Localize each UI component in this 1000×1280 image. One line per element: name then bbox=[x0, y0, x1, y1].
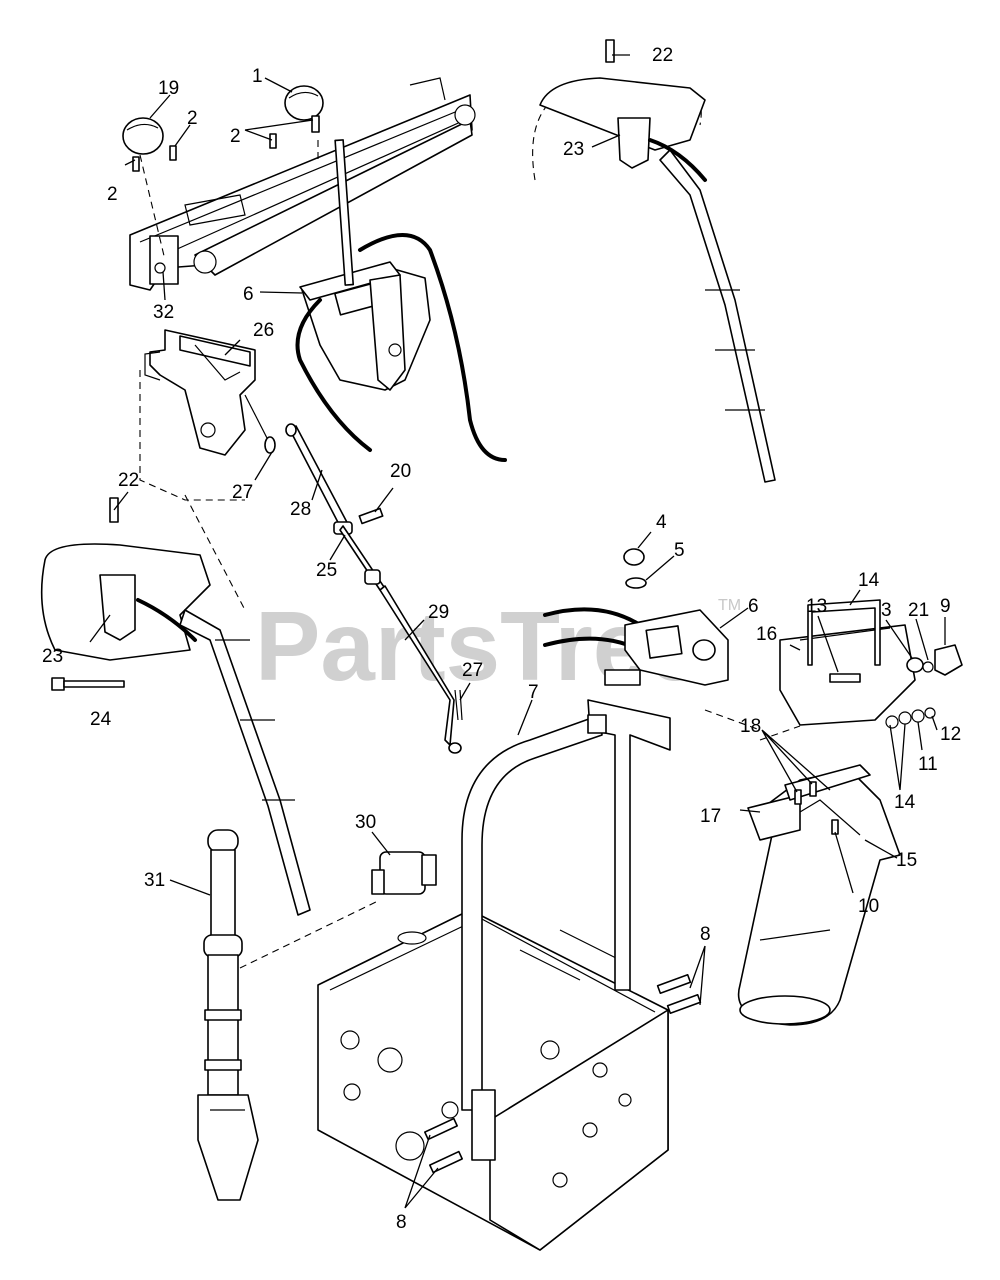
callout-13: 13 bbox=[806, 596, 827, 617]
callout-23-top: 23 bbox=[563, 139, 584, 160]
dashed-connector-left bbox=[139, 370, 245, 501]
screw-parts-2 bbox=[132, 115, 320, 172]
dash-panel-assembly bbox=[129, 77, 476, 291]
shift-control-part-6-lower bbox=[543, 607, 729, 686]
callout-1: 1 bbox=[252, 66, 263, 87]
handle-bar-part-7 bbox=[461, 699, 671, 1161]
chute-bracket-part-15 bbox=[784, 764, 871, 801]
callout-22-top: 22 bbox=[652, 45, 673, 66]
knob-part-9 bbox=[934, 644, 963, 676]
chute-deflector-part-16 bbox=[779, 599, 916, 726]
callout-19: 19 bbox=[158, 78, 179, 99]
callout-25: 25 bbox=[316, 560, 337, 581]
callout-10: 10 bbox=[858, 896, 879, 917]
callout-17: 17 bbox=[700, 806, 721, 827]
knob-part-1 bbox=[284, 85, 324, 121]
callout-3: 3 bbox=[881, 600, 892, 621]
callout-21: 21 bbox=[908, 600, 929, 621]
frame-housing bbox=[317, 909, 669, 1251]
bolt-part-24 bbox=[51, 677, 125, 691]
callout-18: 18 bbox=[740, 716, 761, 737]
callout-31: 31 bbox=[144, 870, 165, 891]
callout-20: 20 bbox=[390, 461, 411, 482]
callout-11: 11 bbox=[918, 754, 938, 775]
cotter-pin-part-27 bbox=[454, 689, 463, 721]
shift-rod-part-29 bbox=[339, 525, 462, 754]
screws-parts-10-18 bbox=[794, 781, 839, 835]
handle-upper-right bbox=[532, 39, 776, 483]
washers-parts-11-12-14 bbox=[885, 661, 936, 729]
callout-27-upper: 27 bbox=[232, 482, 253, 503]
callout-12: 12 bbox=[940, 724, 961, 745]
callout-22-left: 22 bbox=[118, 470, 139, 491]
callout-2-c: 2 bbox=[107, 184, 118, 205]
callout-14-top: 14 bbox=[858, 570, 880, 591]
callout-9: 9 bbox=[940, 596, 951, 617]
shift-bracket-part-26 bbox=[144, 329, 276, 456]
callout-6-lower: 6 bbox=[748, 596, 759, 617]
callout-14-lower: 14 bbox=[894, 792, 916, 813]
callout-28: 28 bbox=[290, 499, 311, 520]
shift-rod-part-28 bbox=[285, 423, 353, 535]
callout-8-bottom: 8 bbox=[396, 1212, 407, 1233]
callout-30: 30 bbox=[355, 812, 376, 833]
clip-part-30 bbox=[371, 851, 437, 895]
callout-4: 4 bbox=[656, 512, 667, 533]
leader-lines bbox=[89, 54, 946, 1209]
callout-labels: 1 19 2 2 2 22 23 32 6 26 27 28 20 22 25 … bbox=[42, 45, 961, 1233]
chute-bracket-part-3 bbox=[906, 657, 924, 673]
callout-6-upper: 6 bbox=[243, 284, 254, 305]
dashed-connector-chute bbox=[704, 709, 801, 741]
callout-15: 15 bbox=[896, 850, 917, 871]
dashed-connector-crank bbox=[239, 899, 381, 969]
screw-part-20 bbox=[358, 507, 384, 525]
washer-part-5 bbox=[625, 577, 647, 589]
callout-24: 24 bbox=[90, 709, 112, 730]
callout-2-b: 2 bbox=[230, 126, 241, 147]
callout-7: 7 bbox=[528, 682, 539, 703]
chute-crank-part-31 bbox=[197, 829, 259, 1201]
bolt-parts-8 bbox=[424, 973, 702, 1174]
nut-part-4 bbox=[623, 548, 645, 566]
callout-5: 5 bbox=[674, 540, 685, 561]
watermark-trademark: TM bbox=[718, 597, 741, 614]
callout-23-left: 23 bbox=[42, 646, 63, 667]
dashed-connector-left-lower bbox=[184, 494, 246, 611]
callout-29: 29 bbox=[428, 602, 449, 623]
callout-32: 32 bbox=[153, 302, 174, 323]
knob-part-19 bbox=[122, 117, 164, 155]
callout-16: 16 bbox=[756, 624, 777, 645]
callout-8-right: 8 bbox=[700, 924, 711, 945]
chute-part-17 bbox=[737, 769, 901, 1026]
callout-27-lower: 27 bbox=[462, 660, 483, 681]
callout-26: 26 bbox=[253, 320, 274, 341]
callout-2-a: 2 bbox=[187, 108, 198, 129]
handle-left bbox=[40, 497, 311, 916]
shift-control-part-6-upper bbox=[295, 139, 507, 462]
